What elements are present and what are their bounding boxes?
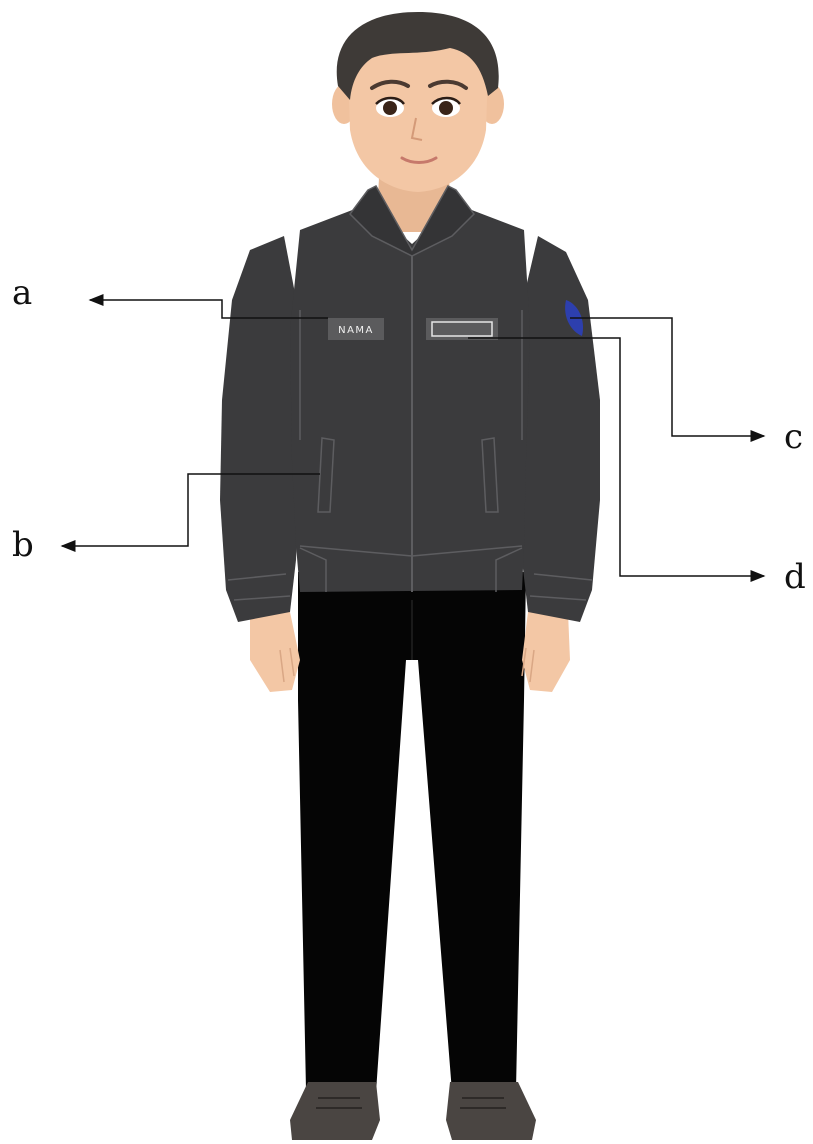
head bbox=[332, 12, 504, 192]
name-tag-text: NAMA bbox=[338, 325, 374, 336]
right-pocket bbox=[481, 437, 499, 513]
badge-plate bbox=[426, 318, 498, 340]
left-hand bbox=[250, 612, 300, 692]
callout-label-d: d bbox=[784, 557, 806, 597]
right-hand bbox=[521, 612, 570, 692]
left-pocket bbox=[317, 437, 335, 513]
name-tag bbox=[328, 318, 384, 340]
right-shoe bbox=[446, 1082, 536, 1140]
badge-frame bbox=[431, 321, 493, 337]
callout-a-line bbox=[88, 294, 328, 319]
jacket: NAMA bbox=[220, 185, 600, 622]
hair bbox=[336, 12, 499, 100]
callout-c-line bbox=[570, 317, 766, 442]
callout-d-line bbox=[468, 337, 766, 582]
callout-b-line bbox=[60, 473, 320, 552]
callout-label-a: a bbox=[12, 273, 33, 313]
left-shoe bbox=[290, 1082, 380, 1140]
pants bbox=[298, 572, 526, 1092]
callout-label-c: c bbox=[784, 417, 804, 457]
callout-label-b: b bbox=[12, 525, 34, 565]
